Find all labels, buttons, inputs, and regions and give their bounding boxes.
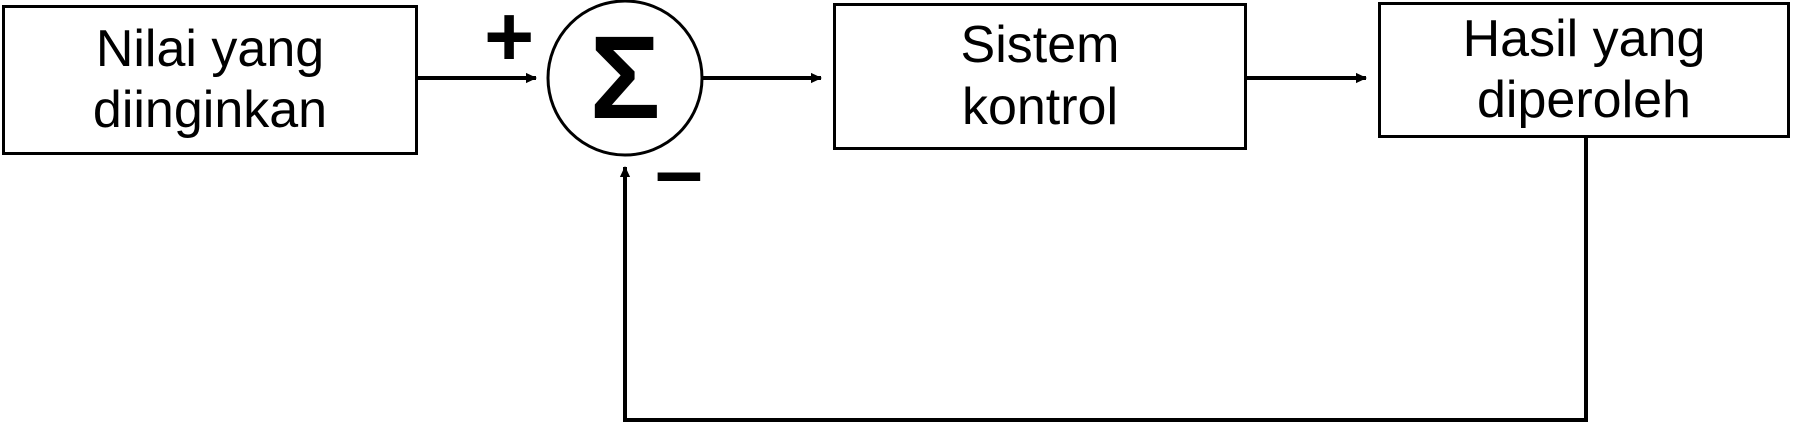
summing-junction-minus-sign: – — [655, 123, 703, 219]
connector-feedback-loop — [619, 138, 1588, 422]
block-output: Hasil yang diperoleh — [1378, 2, 1790, 138]
block-setpoint-label: Nilai yang diinginkan — [92, 19, 328, 139]
block-controller-label: Sistem kontrol — [960, 16, 1120, 136]
block-output-label: Hasil yang diperoleh — [1462, 9, 1706, 129]
summing-junction-plus-sign: + — [484, 0, 535, 85]
summing-junction-sigma-symbol: Σ — [589, 12, 661, 144]
block-controller: Sistem kontrol — [833, 3, 1247, 150]
block-setpoint: Nilai yang diinginkan — [2, 5, 418, 155]
